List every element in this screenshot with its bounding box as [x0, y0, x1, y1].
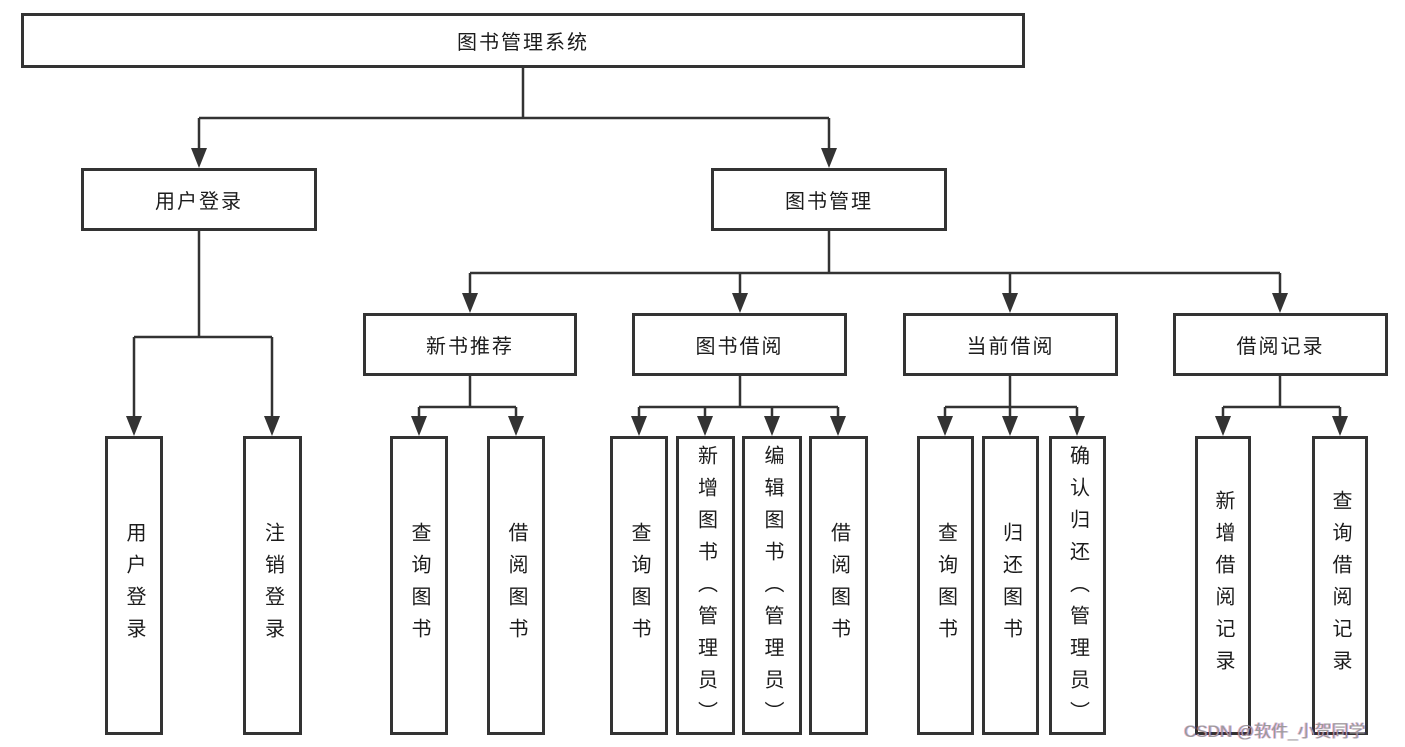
leaf-edit-books-admin: 编辑图书（管理员） — [742, 436, 802, 735]
node-label: 图书管理系统 — [457, 32, 589, 54]
leaf-borrow-books: 借阅图书 — [809, 436, 868, 735]
leaf-return-books: 归还图书 — [982, 436, 1039, 735]
node-label: 用户登录 — [123, 521, 145, 650]
node-label: 图书借阅 — [695, 336, 784, 358]
node-system-root: 图书管理系统 — [21, 13, 1025, 68]
node-label: 图书管理 — [785, 191, 873, 213]
node-new-book-recommend: 新书推荐 — [363, 313, 577, 376]
leaf-add-borrow-record: 新增借阅记录 — [1195, 436, 1251, 735]
node-label: 查询图书 — [934, 521, 957, 650]
node-label: 当前借阅 — [966, 336, 1055, 358]
node-label: 新增借阅记录 — [1212, 489, 1234, 682]
leaf-query-books-current: 查询图书 — [917, 436, 974, 735]
node-user-login-branch: 用户登录 — [81, 168, 317, 231]
leaf-add-books-admin: 新增图书（管理员） — [676, 436, 735, 735]
node-label: 用户登录 — [155, 191, 243, 213]
node-book-borrow: 图书借阅 — [632, 313, 847, 376]
csdn-watermark: CSDN @软件_小贺同学 — [1184, 722, 1366, 741]
node-label: 新增图书（管理员） — [694, 445, 717, 733]
node-label: 归还图书 — [999, 521, 1022, 650]
leaf-query-books-borrow: 查询图书 — [610, 436, 668, 735]
leaf-logout: 注销登录 — [243, 436, 302, 735]
leaf-confirm-return-admin: 确认归还（管理员） — [1049, 436, 1106, 735]
node-label: 新书推荐 — [426, 336, 514, 358]
leaf-query-borrow-record: 查询借阅记录 — [1312, 436, 1368, 735]
node-current-borrow: 当前借阅 — [903, 313, 1118, 376]
node-label: 确认归还（管理员） — [1066, 445, 1089, 733]
leaf-borrow-books-recommend: 借阅图书 — [487, 436, 545, 735]
node-label: 借阅图书 — [827, 521, 850, 650]
node-borrow-record: 借阅记录 — [1173, 313, 1388, 376]
node-label: 查询借阅记录 — [1329, 489, 1351, 682]
node-label: 借阅图书 — [505, 521, 527, 650]
leaf-query-books-recommend: 查询图书 — [390, 436, 448, 735]
node-label: 查询图书 — [628, 521, 650, 650]
node-book-management-branch: 图书管理 — [711, 168, 947, 231]
node-label: 借阅记录 — [1236, 336, 1325, 358]
node-label: 注销登录 — [261, 521, 284, 650]
leaf-user-login: 用户登录 — [105, 436, 163, 735]
node-label: 查询图书 — [408, 521, 430, 650]
node-label: 编辑图书（管理员） — [761, 445, 783, 733]
